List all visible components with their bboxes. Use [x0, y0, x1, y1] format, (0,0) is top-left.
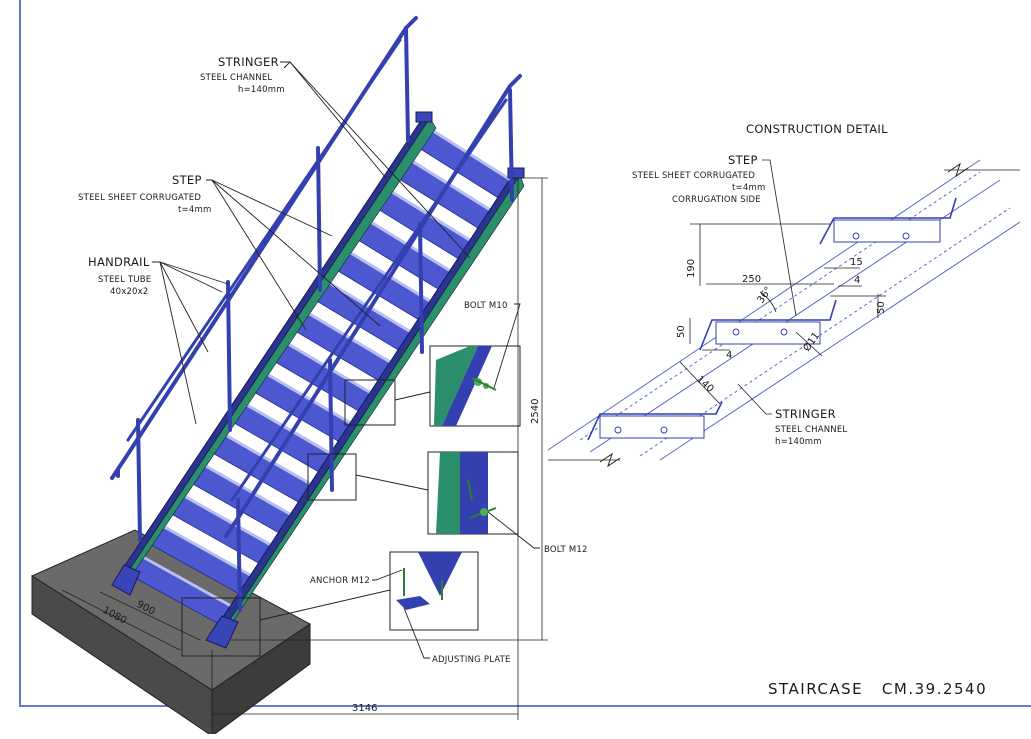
detail-dim-50a: 50: [876, 301, 887, 314]
detail-title: CONSTRUCTION DETAIL: [746, 122, 888, 136]
detail-stringer-label: STRINGER: [775, 407, 836, 421]
steps-group: [126, 124, 516, 628]
detail-dim-tread: 250: [742, 274, 761, 285]
tread-nosing: [138, 553, 238, 611]
anchor-m12-label: ANCHOR M12: [310, 576, 370, 586]
handrail-label: HANDRAIL: [88, 255, 150, 269]
handrail-spec-2: 40x20x2: [110, 287, 149, 297]
handrail-right: [224, 74, 522, 612]
detail-stringer-spec-2: h=140mm: [775, 437, 822, 447]
adjusting-plate-label: ADJUSTING PLATE: [432, 655, 511, 665]
tread-nosing: [301, 308, 397, 367]
detail-dim-15: 15: [850, 257, 863, 268]
foot-left: [111, 564, 141, 596]
tread-nosing: [199, 461, 298, 520]
detail-dim-4b: 4: [726, 350, 732, 361]
bolt-m12-label: BOLT M12: [544, 545, 588, 555]
main-dimensions: [61, 177, 548, 720]
detail-stringer-spec-1: STEEL CHANNEL: [775, 425, 847, 435]
detail-dim-140: 140: [694, 374, 716, 395]
foot-right: [205, 615, 239, 649]
tread-nosing: [220, 431, 318, 489]
sheet-border: [19, 0, 1031, 707]
tread-nosing: [179, 492, 278, 550]
leader-lines: [152, 61, 540, 659]
callout-boxes: [181, 379, 431, 657]
dim-height: 2540: [530, 399, 541, 424]
construction-detail: CONSTRUCTION DETAIL: [547, 122, 1021, 468]
detail-step-spec-1: STEEL SHEET CORRUGATED: [632, 171, 755, 181]
dim-length: 3146: [352, 703, 377, 714]
handrail-left: [110, 16, 418, 542]
stringer-spec-1: STEEL CHANNEL: [200, 73, 272, 83]
stringer-label: STRINGER: [218, 55, 279, 69]
step-label: STEP: [172, 173, 202, 187]
bolt-m10-label: BOLT M10: [464, 301, 508, 311]
step-spec-2: t=4mm: [178, 205, 211, 215]
detail-step-label: STEP: [728, 153, 758, 167]
detail-bolt-m10: [429, 345, 521, 427]
tread-nosing: [240, 400, 337, 459]
drawing-title: STAIRCASE CM.39.2540: [768, 680, 987, 698]
step-spec-1: STEEL SHEET CORRUGATED: [78, 193, 201, 203]
handrail-spec-1: STEEL TUBE: [98, 275, 151, 285]
detail-dim-50b: 50: [676, 325, 687, 338]
detail-step-spec-2: t=4mm: [732, 183, 765, 193]
stringer-spec-2: h=140mm: [238, 85, 285, 95]
detail-step-spec-3: CORRUGATION SIDE: [672, 195, 761, 205]
concrete-base: [30, 529, 311, 737]
top-bracket-left: [415, 111, 433, 123]
detail-bolt-m12: [427, 451, 519, 535]
detail-dim-angle: 36°: [755, 285, 774, 306]
detail-dim-rise: 190: [686, 259, 697, 278]
detail-anchor: [389, 551, 479, 631]
detail-dim-4a: 4: [854, 275, 860, 286]
tread-nosing: [260, 369, 357, 428]
staircase: [110, 16, 525, 649]
